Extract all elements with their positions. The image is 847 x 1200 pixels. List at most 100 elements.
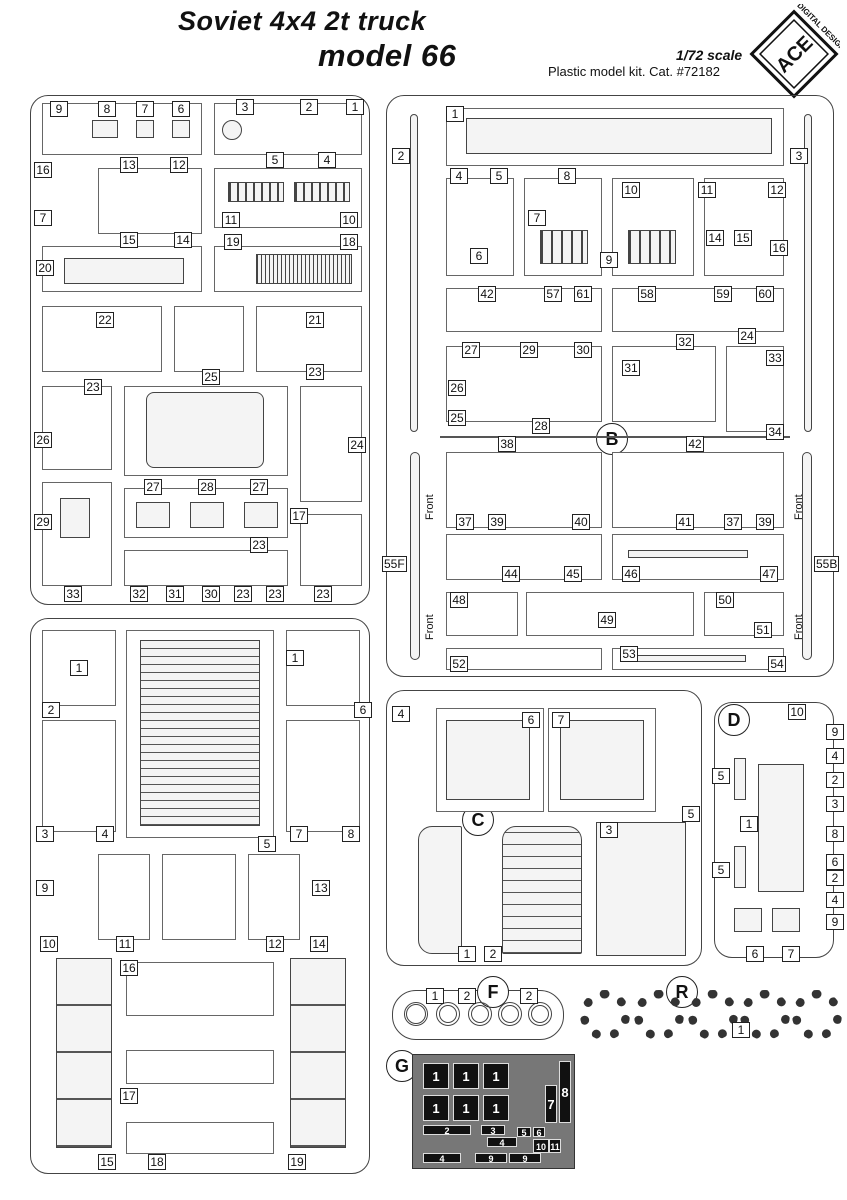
part-number-e: 18 xyxy=(148,1154,166,1170)
part-number-a: 24 xyxy=(348,437,366,453)
part-number-e: 9 xyxy=(36,880,54,896)
part-number-e: 12 xyxy=(266,936,284,952)
part-number-b: 58 xyxy=(638,286,656,302)
part-number-b: 7 xyxy=(528,210,546,226)
part-number-e: 14 xyxy=(310,936,328,952)
b-chassis-rail-3 xyxy=(804,114,812,432)
pe-part: 5 xyxy=(517,1127,531,1138)
part-number-b: 39 xyxy=(756,514,774,530)
part-number-b: 37 xyxy=(456,514,474,530)
part-number-a: 22 xyxy=(96,312,114,328)
part-number-b: 52 xyxy=(450,656,468,672)
a-box-dash xyxy=(98,168,202,234)
part-number-b: 44 xyxy=(502,566,520,582)
part-number-b: 30 xyxy=(574,342,592,358)
part-number-d: 5 xyxy=(712,862,730,878)
e-box-11 xyxy=(98,854,150,940)
a-floor-panel xyxy=(146,392,264,468)
pe-part: 1 xyxy=(453,1063,479,1089)
part-number-a: 15 xyxy=(120,232,138,248)
part-number-e: 1 xyxy=(70,660,88,676)
part-number-a: 21 xyxy=(306,312,324,328)
part-number-b: 41 xyxy=(676,514,694,530)
part-number-a: 7 xyxy=(136,101,154,117)
part-number-e: 8 xyxy=(342,826,360,842)
c-door-2 xyxy=(502,826,582,954)
part-number-e: 13 xyxy=(312,880,330,896)
a-part-27a xyxy=(136,502,170,528)
part-number-d: 5 xyxy=(712,768,730,784)
part-number-c: 5 xyxy=(682,806,700,822)
part-number-a: 23 xyxy=(314,586,332,602)
d-window-1 xyxy=(758,764,804,892)
part-number-d: 3 xyxy=(826,796,844,812)
part-number-a: 7 xyxy=(34,210,52,226)
part-number-b: 40 xyxy=(572,514,590,530)
part-number-b: 46 xyxy=(622,566,640,582)
part-number-a: 23 xyxy=(234,586,252,602)
b-axle-46 xyxy=(628,550,748,558)
part-number-c: 3 xyxy=(600,822,618,838)
part-number-b: 60 xyxy=(756,286,774,302)
part-number-a: 28 xyxy=(198,479,216,495)
part-number-a: 1 xyxy=(346,99,364,115)
a-seat-6 xyxy=(172,120,190,138)
a-box-17 xyxy=(300,514,362,586)
part-number-b: 26 xyxy=(448,380,466,396)
part-number-a: 10 xyxy=(340,212,358,228)
part-number-e: 2 xyxy=(42,702,60,718)
part-number-a: 23 xyxy=(250,537,268,553)
part-number-a: 4 xyxy=(318,152,336,168)
b-spring-55f xyxy=(410,452,420,660)
ace-logo: ACE DIGITAL DESIGN xyxy=(749,4,840,99)
part-number-b: 34 xyxy=(766,424,784,440)
b-box-27-30 xyxy=(446,346,602,422)
part-number-e: 11 xyxy=(116,936,134,952)
part-number-a: 11 xyxy=(222,212,240,228)
part-number-b: 12 xyxy=(768,182,786,198)
e-box-17 xyxy=(126,1050,274,1084)
part-number-e: 17 xyxy=(120,1088,138,1104)
b-axle-53 xyxy=(636,655,746,662)
b-front-label-right-top: Front xyxy=(793,494,805,520)
a-grille-11 xyxy=(228,182,284,202)
part-number-c: 4 xyxy=(392,706,410,722)
part-number-d: 4 xyxy=(826,892,844,908)
part-number-c: 7 xyxy=(552,712,570,728)
e-box-12 xyxy=(248,854,300,940)
part-number-b: 25 xyxy=(448,410,466,426)
part-number-b: 8 xyxy=(558,168,576,184)
sprue-a-frame xyxy=(30,95,370,605)
part-number-b: 42 xyxy=(686,436,704,452)
pe-part: 1 xyxy=(423,1063,449,1089)
part-number-b: 28 xyxy=(532,418,550,434)
part-number-a: 20 xyxy=(36,260,54,276)
b-spring-55b xyxy=(802,452,812,660)
catalog-label: Plastic model kit. Cat. #72182 xyxy=(548,64,720,79)
b-chassis-rail-2 xyxy=(410,114,418,432)
pe-part: 1 xyxy=(483,1063,509,1089)
pe-part: 1 xyxy=(483,1095,509,1121)
a-box-25 xyxy=(174,306,244,372)
b-box-41-39 xyxy=(612,452,784,528)
scale-label: 1/72 scale xyxy=(676,47,743,63)
pe-part: 11 xyxy=(549,1139,561,1153)
c-cab-side-7 xyxy=(560,720,644,800)
part-number-e: 15 xyxy=(98,1154,116,1170)
f-hub-2a xyxy=(436,1002,460,1026)
part-number-d: 9 xyxy=(826,914,844,930)
a-part-20 xyxy=(64,258,184,284)
pe-part: 3 xyxy=(481,1125,505,1136)
part-number-b: 49 xyxy=(598,612,616,628)
c-cab-side-6 xyxy=(446,720,530,800)
b-cage-7 xyxy=(540,230,588,264)
part-number-a: 32 xyxy=(130,586,148,602)
r-tire-5 xyxy=(792,990,842,1040)
e-box-center xyxy=(162,854,236,940)
part-number-a: 25 xyxy=(202,369,220,385)
part-number-e: 10 xyxy=(40,936,58,952)
part-number-a: 17 xyxy=(290,508,308,524)
sprue-e-frame xyxy=(30,618,370,1174)
part-number-a: 29 xyxy=(34,514,52,530)
part-number-b: 57 xyxy=(544,286,562,302)
